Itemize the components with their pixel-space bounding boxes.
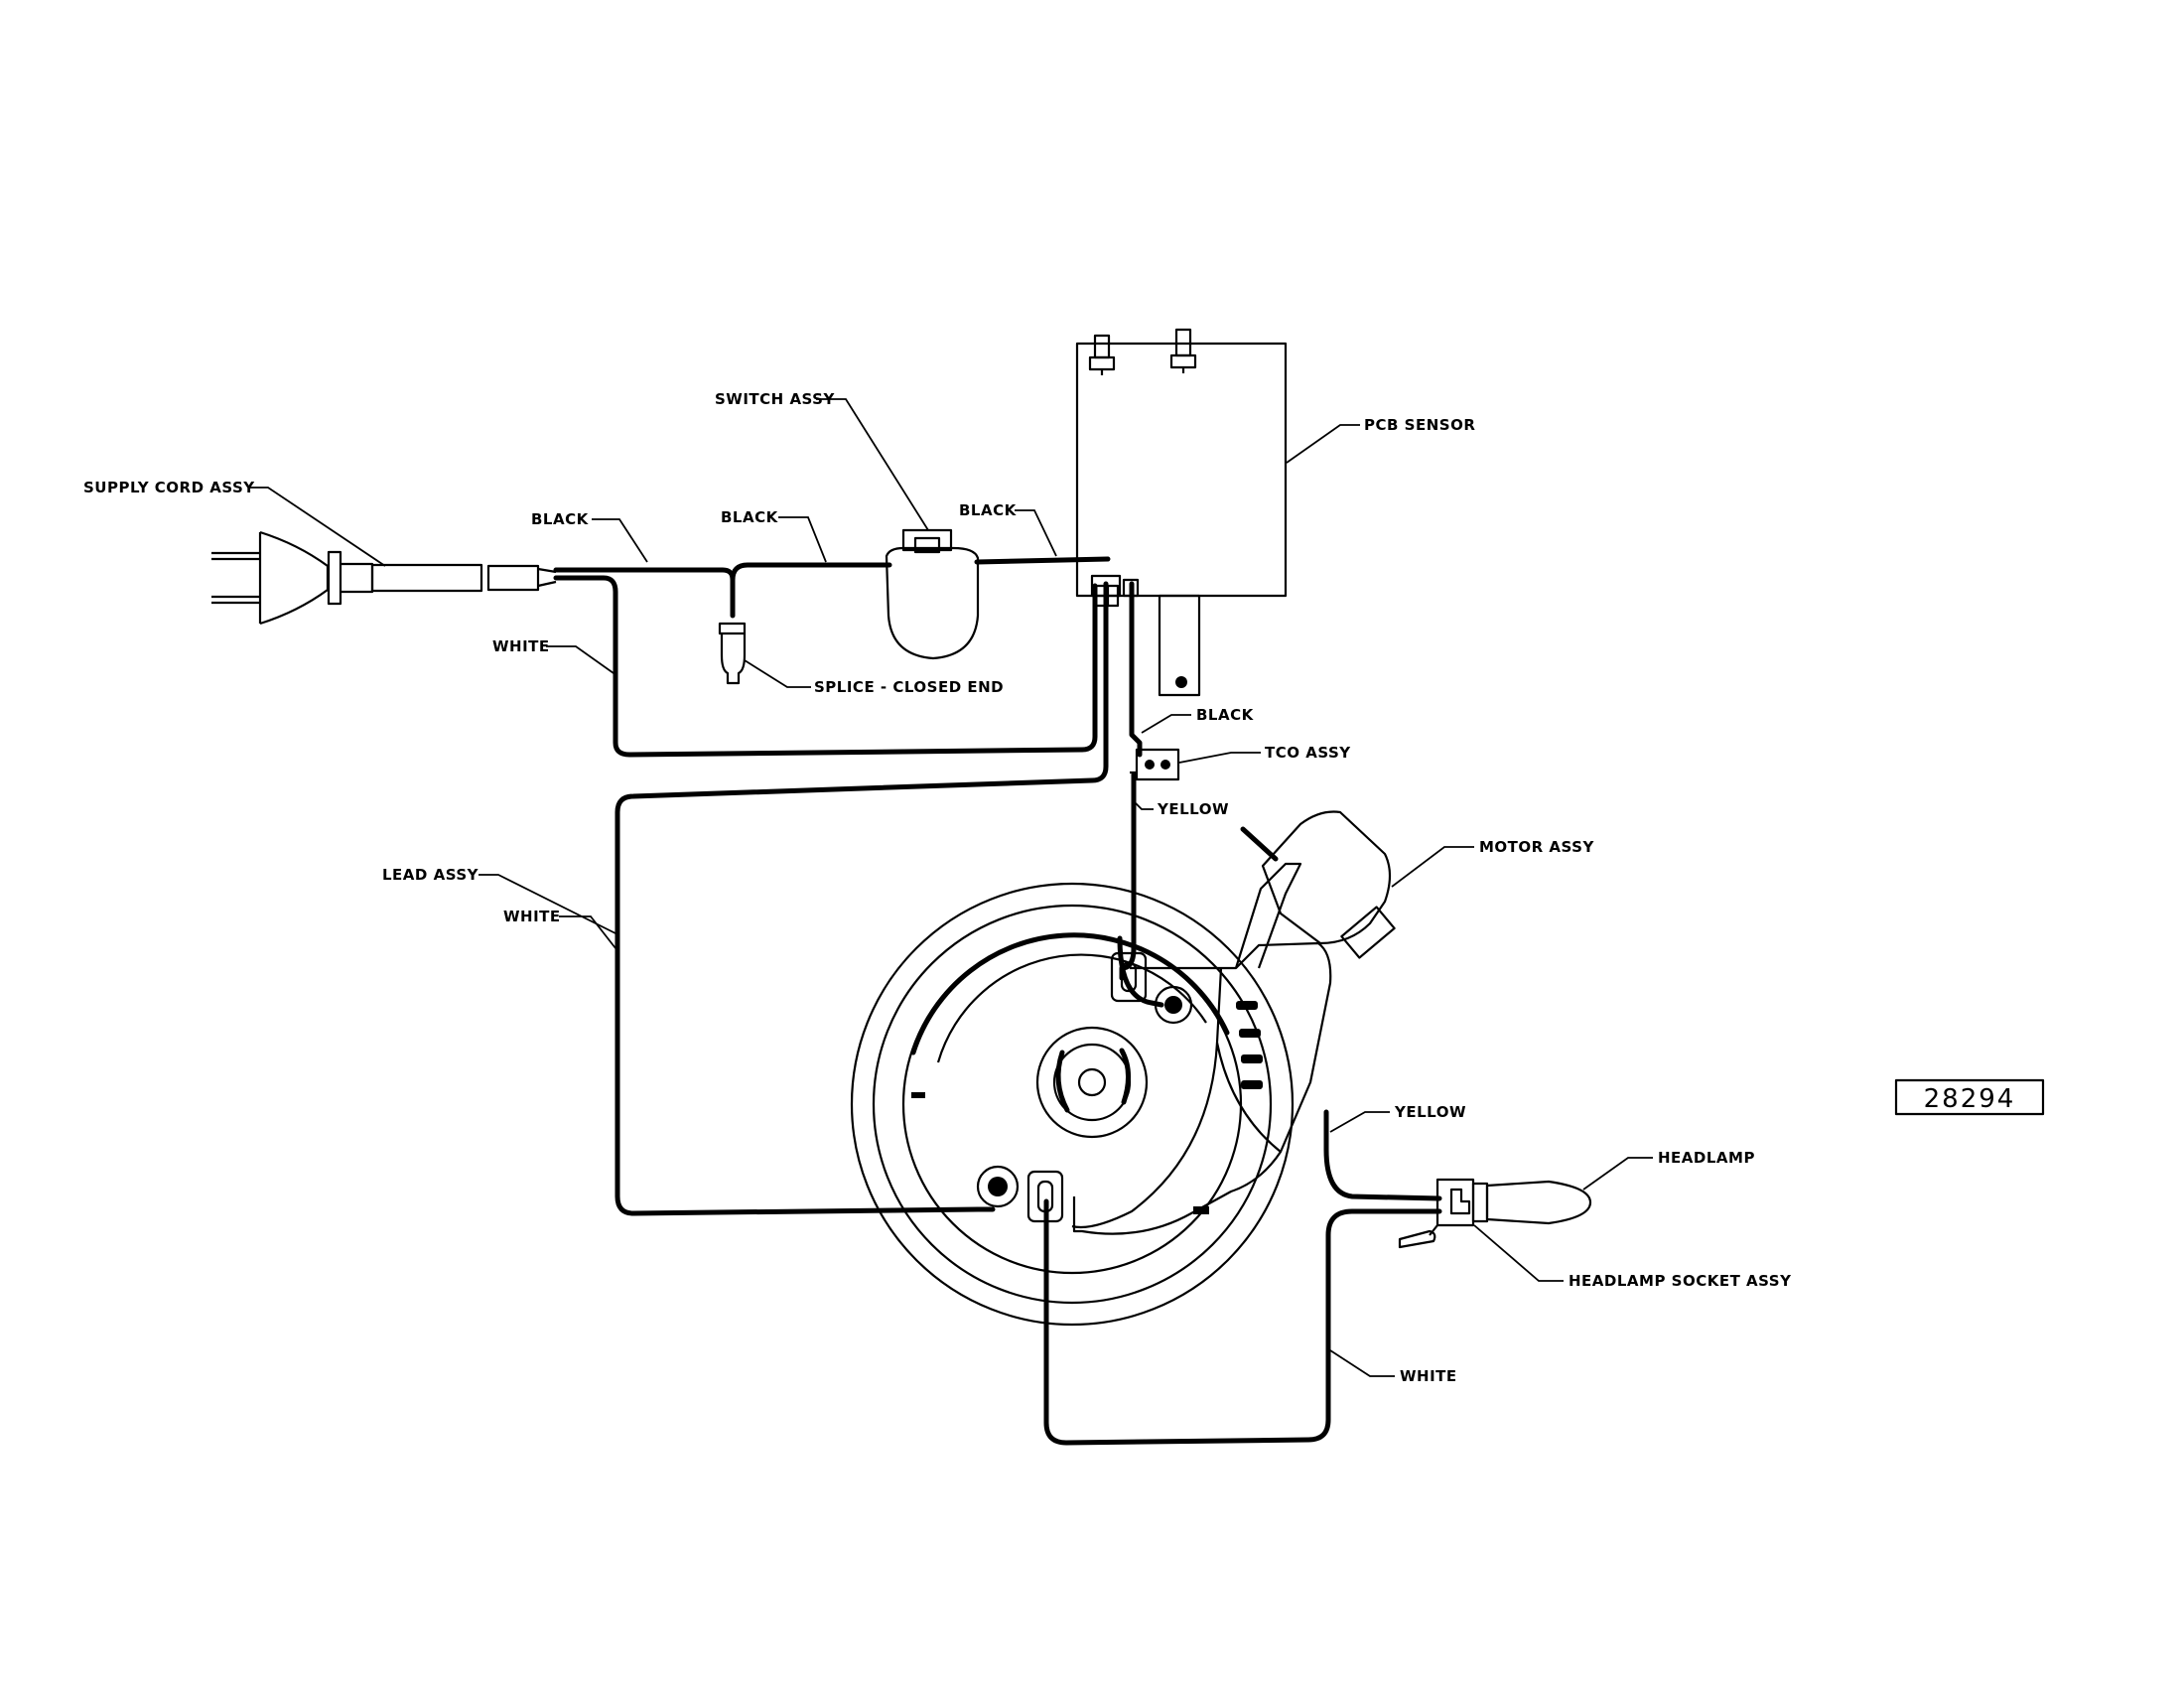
label-pcb-sensor: PCB SENSOR — [1364, 416, 1475, 434]
label-lead-assy: LEAD ASSY — [382, 866, 479, 884]
label-black-switch-out: BLACK — [959, 501, 1018, 519]
label-black-tco: BLACK — [1196, 706, 1255, 724]
splice-closed-end — [718, 622, 747, 685]
label-white-top: WHITE — [492, 637, 550, 655]
label-white-lead: WHITE — [503, 908, 561, 925]
reference-number-box: 28294 — [1894, 1078, 2045, 1116]
label-black-switch-in: BLACK — [721, 508, 779, 526]
label-yellow-headlamp: YELLOW — [1394, 1103, 1466, 1121]
motor-assy — [850, 810, 1396, 1327]
label-black-cord: BLACK — [531, 510, 590, 528]
pcb-sensor — [1075, 328, 1288, 697]
label-splice-closed-end: SPLICE - CLOSED END — [814, 678, 1004, 696]
label-headlamp-socket-assy: HEADLAMP SOCKET ASSY — [1569, 1272, 1792, 1290]
tco-assy — [1130, 748, 1180, 781]
leader-lines — [248, 398, 1653, 1377]
label-white-bottom: WHITE — [1400, 1367, 1457, 1385]
labels: SUPPLY CORD ASSY BLACK BLACK SWITCH ASSY… — [83, 390, 1792, 1385]
label-motor-assy: MOTOR ASSY — [1479, 838, 1594, 856]
label-tco-assy: TCO ASSY — [1265, 744, 1351, 762]
label-headlamp: HEADLAMP — [1658, 1149, 1755, 1167]
reference-number: 28294 — [1924, 1084, 2016, 1114]
label-switch-assy: SWITCH ASSY — [715, 390, 835, 408]
supply-cord-plug — [211, 530, 557, 626]
label-supply-cord-assy: SUPPLY CORD ASSY — [83, 479, 255, 496]
label-yellow-tco: YELLOW — [1157, 800, 1229, 818]
switch-assy — [885, 528, 980, 660]
headlamp — [1471, 1180, 1592, 1225]
